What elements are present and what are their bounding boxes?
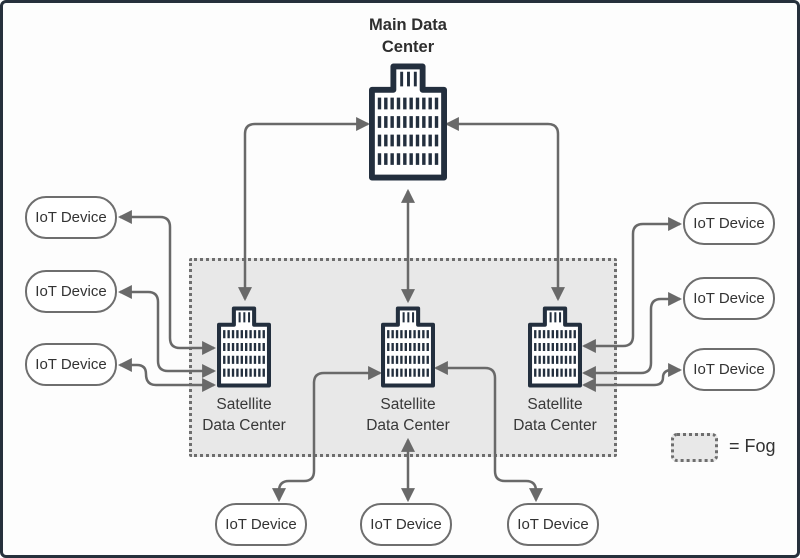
- iot-device-bottom-1: IoT Device: [215, 503, 307, 546]
- arrow-left-iot3-left-satellite: [117, 358, 217, 392]
- satellite-2-label-line1: Satellite: [380, 396, 436, 413]
- satellite-2-building-icon: [381, 306, 435, 388]
- iot-device-right-3: IoT Device: [683, 348, 775, 391]
- arrow-main-right-satellite: [444, 117, 565, 302]
- iot-device-bottom-2: IoT Device: [360, 503, 452, 546]
- fog-legend-label: = Fog: [729, 436, 776, 456]
- main-data-center-label-line2: Center: [381, 38, 435, 56]
- arrow-right-satellite-right-iot1: [581, 217, 683, 353]
- satellite-1-label-line2: Data Center: [202, 417, 286, 434]
- satellite-2-label-line2: Data Center: [366, 417, 450, 434]
- satellite-1-label-line1: Satellite: [216, 396, 272, 413]
- arrow-right-satellite-right-iot3: [581, 363, 683, 392]
- iot-device-right-2: IoT Device: [683, 277, 775, 320]
- main-data-center-label-line1: Main Data: [369, 16, 447, 34]
- connection-arrows: [117, 117, 683, 503]
- satellite-3-label-line1: Satellite: [527, 396, 583, 413]
- satellite-1-building-icon: [217, 306, 271, 388]
- iot-device-left-3: IoT Device: [25, 343, 117, 386]
- satellite-2-label: Satellite Data Center: [338, 394, 478, 436]
- satellite-1-label: Satellite Data Center: [174, 394, 314, 436]
- iot-device-left-1: IoT Device: [25, 196, 117, 239]
- arrow-main-left-satellite: [238, 117, 371, 302]
- satellite-3-building-icon: [528, 306, 582, 388]
- arrow-left-iot2-left-satellite: [117, 285, 217, 378]
- iot-device-left-2: IoT Device: [25, 270, 117, 313]
- arrow-middle-satellite-bottom-iot1: [272, 366, 383, 503]
- main-data-center-building-icon: [369, 63, 447, 181]
- satellite-3-label: Satellite Data Center: [485, 394, 625, 436]
- arrow-left-iot1-left-satellite: [117, 210, 217, 355]
- iot-device-right-1: IoT Device: [683, 202, 775, 245]
- fog-legend-swatch: [671, 433, 718, 462]
- arrow-middle-satellite-bottom-iot3: [433, 361, 543, 503]
- main-data-center-label: Main Data Center: [328, 14, 488, 58]
- satellite-3-label-line2: Data Center: [513, 417, 597, 434]
- iot-device-bottom-3: IoT Device: [507, 503, 599, 546]
